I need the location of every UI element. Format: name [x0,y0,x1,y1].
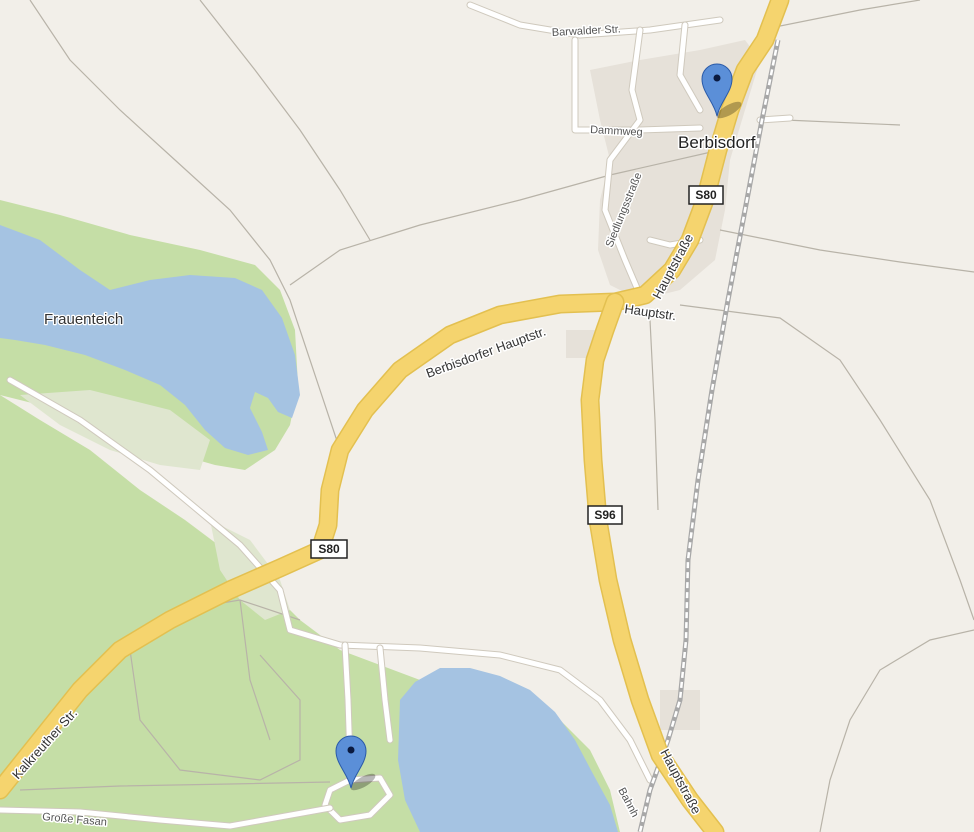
shield-s96-label: S96 [594,508,616,522]
marker-dot [347,746,355,754]
map-pin-icon [701,63,733,117]
shield-s80-top: S80 [688,185,724,205]
lake-frauenteich [0,225,300,455]
map-pin-icon [335,735,367,789]
lake-south [398,668,618,832]
label-dammweg: Dammweg [590,124,643,139]
footpaths [19,0,974,832]
major-roads [0,0,790,832]
minor-roads [0,1,794,830]
clearing-2 [210,520,290,620]
marker-shadow [350,773,376,791]
label-frauenteich: Frauenteich [44,311,123,328]
shield-s80-bottom: S80 [310,539,348,559]
label-barwalder-str: Barwalder Str. [552,23,622,39]
shield-s96: S96 [587,505,623,525]
marker-south[interactable] [335,735,378,793]
shield-s80-top-label: S80 [695,188,717,202]
shield-s80-bottom-label: S80 [318,542,340,556]
marker-shadow [716,101,742,119]
marker-dot [713,74,721,82]
marker-berbisdorf[interactable] [701,63,744,121]
label-berbisdorf: Berbisdorf [678,133,756,152]
